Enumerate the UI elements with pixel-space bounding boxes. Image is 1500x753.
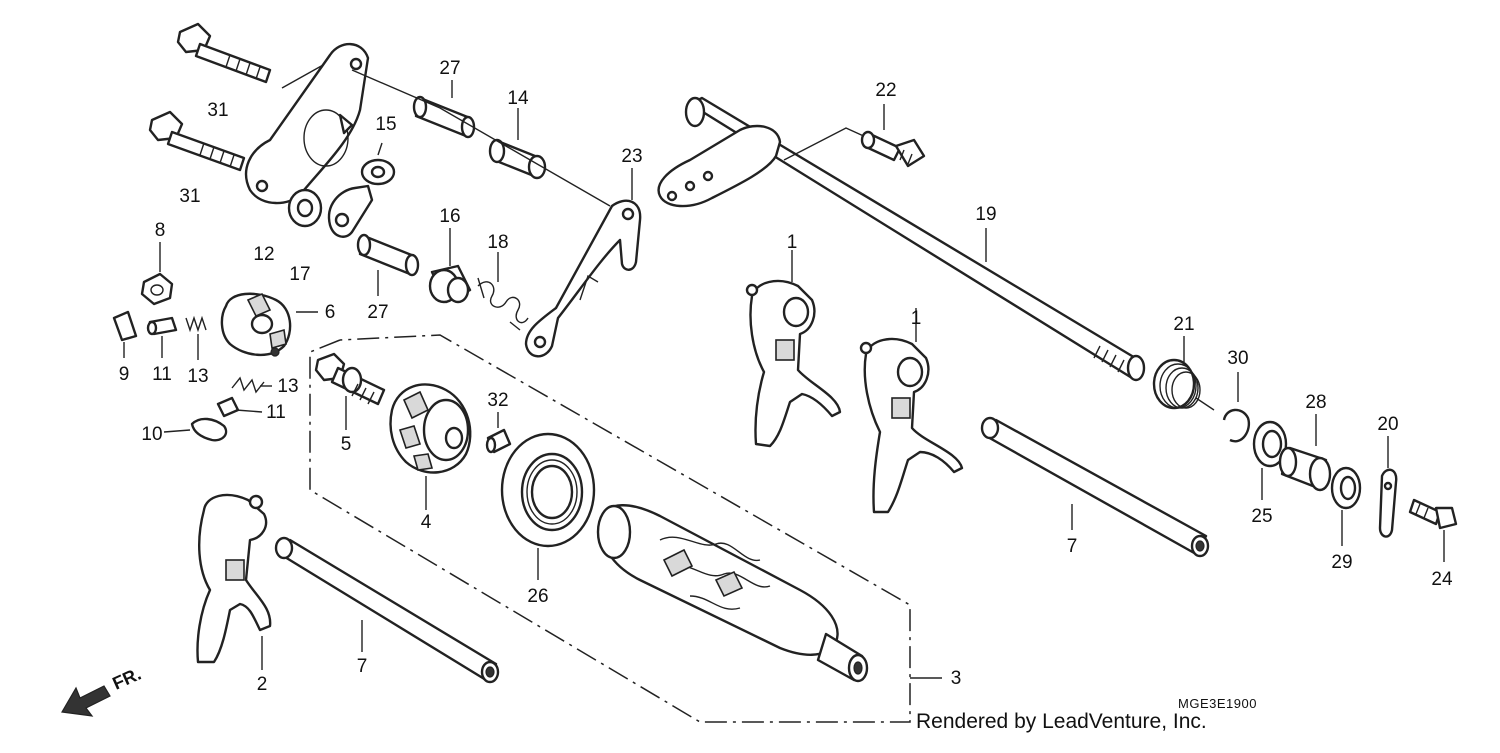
spring-13-lower (231, 376, 265, 394)
callout-label: 13 (277, 376, 298, 397)
collar-27-upper (412, 95, 476, 139)
gearshift-spindle-19 (657, 96, 1146, 382)
callout-label: 5 (341, 434, 352, 455)
callout-label: 2 (257, 674, 268, 695)
collar-27-lower (356, 233, 420, 277)
callout-label: 11 (152, 364, 172, 385)
bearing-26 (500, 432, 596, 548)
shift-fork-1-left (745, 279, 842, 448)
callout-label: 30 (1227, 348, 1248, 369)
callout-label: 1 (787, 232, 798, 253)
bolt-31-upper (176, 22, 272, 84)
collar-14 (488, 138, 547, 180)
callout-label: 7 (357, 656, 368, 677)
callout-label: 29 (1331, 552, 1352, 573)
dowel-pin-32 (485, 428, 512, 454)
callout-label: 4 (421, 512, 432, 533)
fork-shaft-7-lower (274, 536, 500, 684)
callout-label: 14 (507, 88, 529, 109)
plunger-9 (112, 310, 138, 342)
callout-label: 32 (487, 390, 508, 411)
spring-13-upper (185, 315, 207, 333)
callout-label: 1 (911, 308, 922, 329)
shift-drum-3 (596, 504, 869, 683)
pin-11-upper (146, 316, 178, 336)
callout-label: 7 (1067, 536, 1078, 557)
callout-label: 27 (439, 58, 460, 79)
callout-label: 8 (155, 220, 166, 241)
callout-label: 23 (621, 146, 642, 167)
callout-label: 19 (975, 204, 996, 225)
callout-label: 31 (207, 100, 228, 121)
callout-label: 15 (375, 114, 396, 135)
callout-label: 13 (187, 366, 208, 387)
washer-17 (287, 188, 323, 228)
front-arrow-label: FR. (109, 664, 144, 694)
callout-label: 11 (266, 402, 286, 423)
callout-label: 28 (1305, 392, 1326, 413)
stopper-arm-23 (524, 199, 642, 358)
pin-11-lower (216, 396, 240, 418)
callout-label: 31 (179, 186, 200, 207)
bolt-24 (1408, 498, 1458, 530)
arm-15 (327, 158, 396, 238)
bolt-22 (860, 130, 926, 168)
callout-label: 17 (289, 264, 310, 285)
drawing-code: MGE3E1900 (1178, 696, 1257, 711)
callout-label: 27 (367, 302, 388, 323)
return-spring-21 (1152, 358, 1215, 411)
cam-plate-10 (190, 417, 228, 442)
callout-label: 24 (1431, 569, 1453, 590)
fork-shaft-7-right (980, 416, 1210, 558)
callout-label: 3 (951, 668, 962, 689)
assembly-boundary (309, 334, 942, 723)
nut-8 (140, 272, 174, 306)
callout-label: 25 (1251, 506, 1272, 527)
callout-label: 12 (253, 244, 274, 265)
callout-label: 26 (527, 586, 548, 607)
shift-fork-1-right (859, 337, 964, 514)
needle-bearing-28 (1278, 446, 1332, 492)
credit-text: Rendered by LeadVenture, Inc. (916, 710, 1207, 733)
callout-labels: 1 1 2 3 4 5 6 7 7 8 9 10 11 11 12 13 13 … (119, 58, 1453, 695)
washer-29 (1330, 466, 1362, 510)
shift-fork-2 (196, 493, 272, 664)
roller-16 (428, 264, 472, 304)
front-direction-arrow: FR. (61, 664, 144, 717)
circlip-30 (1222, 408, 1251, 443)
callout-label: 16 (439, 206, 460, 227)
bolt-5 (314, 352, 386, 406)
drum-cam-6 (220, 292, 292, 357)
callout-label: 9 (119, 364, 130, 385)
callout-label: 10 (141, 424, 162, 445)
callout-label: 6 (325, 302, 336, 323)
spring-18 (477, 277, 529, 331)
callout-label: 21 (1173, 314, 1194, 335)
bolt-31-lower (148, 110, 246, 172)
callout-label: 18 (487, 232, 508, 253)
plate-20 (1378, 468, 1398, 538)
callout-label: 20 (1377, 414, 1398, 435)
callout-label: 22 (875, 80, 896, 101)
drum-center-4 (389, 383, 472, 474)
oil-seal-25 (1252, 420, 1288, 468)
